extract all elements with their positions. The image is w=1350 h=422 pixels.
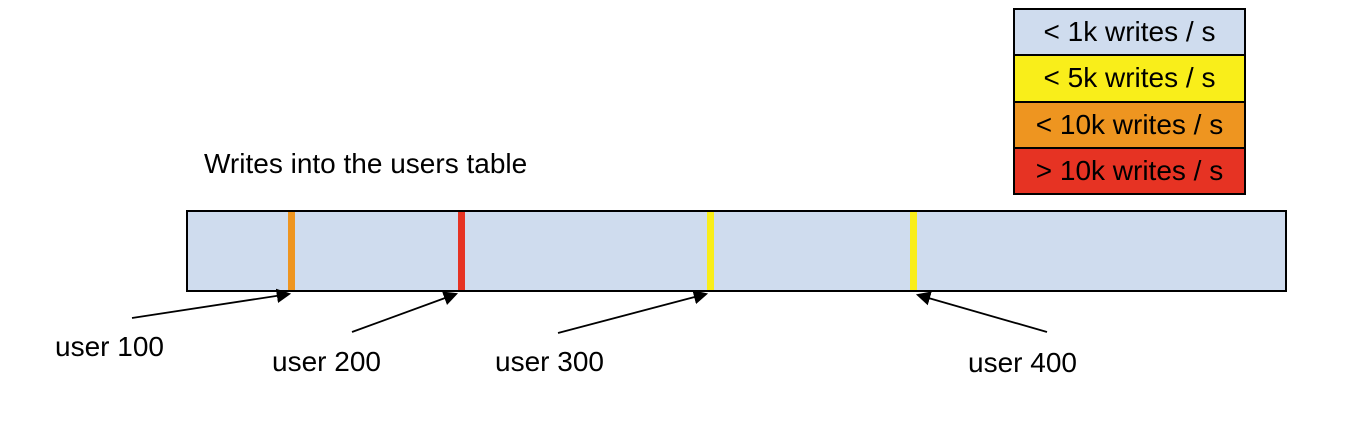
legend-label-lt-1k: < 1k writes / s <box>1043 16 1216 48</box>
legend-label-lt-5k: < 5k writes / s <box>1043 62 1216 94</box>
legend-row-lt-1k: < 1k writes / s <box>1015 10 1244 55</box>
hotspot-stripe-user-300 <box>707 212 714 290</box>
arrow-user-100 <box>131 288 292 319</box>
user-400-label: user 400 <box>968 347 1077 378</box>
legend-row-gt-10k: > 10k writes / s <box>1015 146 1244 193</box>
hotspot-stripe-user-100 <box>288 212 295 290</box>
legend-row-lt-10k: < 10k writes / s <box>1015 100 1244 147</box>
arrow-user-200 <box>351 291 459 333</box>
user-200-label: user 200 <box>272 346 381 377</box>
user-100-label: user 100 <box>55 331 164 362</box>
hotspot-stripe-user-200 <box>458 212 465 290</box>
write-rate-legend: < 1k writes / s < 5k writes / s < 10k wr… <box>1013 8 1246 195</box>
legend-label-lt-10k: < 10k writes / s <box>1035 108 1224 140</box>
diagram-title: Writes into the users table <box>204 148 528 179</box>
legend-row-lt-5k: < 5k writes / s <box>1015 54 1244 101</box>
user-300-label: user 300 <box>495 346 604 377</box>
arrow-user-400 <box>915 291 1048 333</box>
hotspot-stripe-user-400 <box>910 212 917 290</box>
arrow-user-300 <box>557 290 709 334</box>
legend-label-gt-10k: > 10k writes / s <box>1035 154 1224 186</box>
users-table-bar <box>186 210 1287 292</box>
